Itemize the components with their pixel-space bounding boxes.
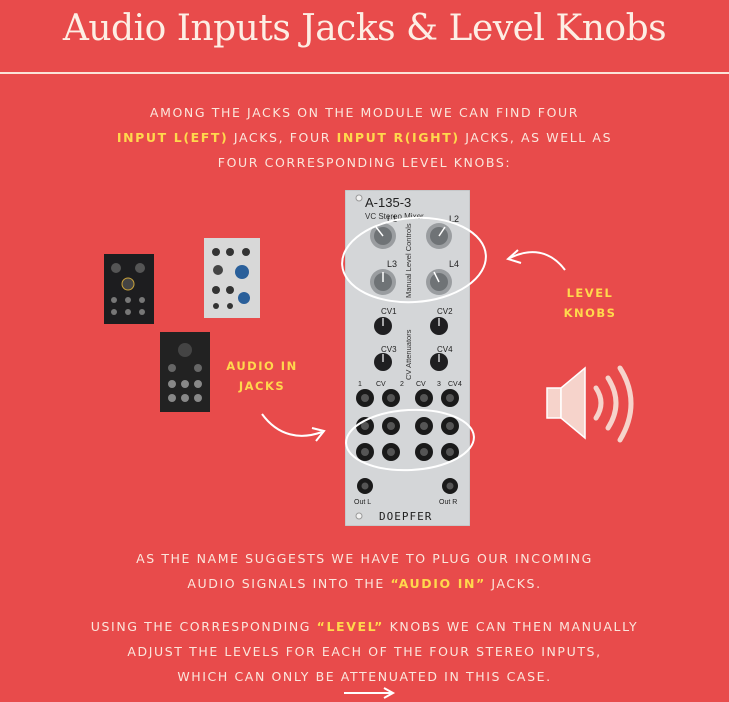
section-cv-attenuators: CV Attenuators [404,329,413,380]
audio-line-1: AS THE NAME SUGGESTS WE HAVE TO PLUG OUR… [136,551,593,566]
audio-input-jack[interactable] [356,443,374,461]
level-line-2: ADJUST THE LEVELS FOR EACH OF THE FOUR S… [127,644,602,659]
audio-input-jack[interactable] [382,389,400,407]
mount-screw-icon [355,194,363,202]
audio-input-jack[interactable] [382,417,400,435]
intro-line-3: FOUR CORRESPONDING LEVEL KNOBS: [217,155,512,170]
audio-line-2-end: JACKS. [485,576,542,591]
jack-label: CV [448,381,458,388]
jack-label: 4 [458,381,462,388]
input-right-highlight: INPUT R(IGHT) [336,130,460,145]
level-line-1-pre: USING THE CORRESPONDING [90,619,317,634]
level-knob-l3[interactable] [370,269,396,295]
output-jack-right[interactable] [442,478,458,494]
jack-label: 3 [437,381,441,388]
level-line-1: USING THE CORRESPONDING “LEVEL” KNOBS WE… [40,614,689,639]
audio-in-highlight: “AUDIO IN” [390,576,486,591]
module-thumbnails [104,238,260,412]
intro-line-1: AMONG THE JACKS ON THE MODULE WE CAN FIN… [149,105,580,120]
module-subtitle: VC Stereo Mixer [365,212,424,221]
intro-line-2: INPUT L(EFT) JACKS, FOUR INPUT R(IGHT) J… [40,125,689,150]
jack-label: 2 [400,381,404,388]
intro-line-2-mid: JACKS, FOUR [228,130,337,145]
module-name: A-135-3 [365,195,411,210]
audio-input-jack[interactable] [441,389,459,407]
audio-input-jack[interactable] [441,417,459,435]
audio-input-jack[interactable] [356,417,374,435]
page-title: Audio Inputs Jacks & Level Knobs [62,8,667,49]
level-knobs-highlight-ellipse [341,216,487,304]
level-line-1-end: KNOBS WE CAN THEN MANUALLY [384,619,639,634]
silver-module-thumb [204,238,260,318]
mount-screw-icon [355,512,363,520]
knob-label-cv2: CV2 [437,307,453,316]
cv-knob-3[interactable] [374,353,392,371]
audio-in-arrow-icon [261,413,323,437]
output-jack-left[interactable] [357,478,373,494]
audio-label-line-1: AUDIO IN [226,359,298,373]
level-knob-l4[interactable] [426,269,452,295]
audio-line-2: AUDIO SIGNALS INTO THE “AUDIO IN” JACKS. [40,571,689,596]
speaker-icon [546,365,634,443]
jack-label: CV [416,381,426,388]
cv-knob-1[interactable] [374,317,392,335]
level-label-line-1: LEVEL [566,286,614,300]
level-knob-l1[interactable] [370,223,396,249]
arrow-right-icon [344,687,396,699]
audio-input-jack[interactable] [415,443,433,461]
cv-knob-4[interactable] [430,353,448,371]
audio-input-jack[interactable] [382,443,400,461]
audio-jacks-highlight-ellipse [345,408,475,472]
knob-label-cv3: CV3 [381,345,397,354]
knob-label-cv1: CV1 [381,307,397,316]
section-manual-level: Manual Level Controls [404,223,413,298]
level-arrow-icon [509,251,566,271]
audio-input-jack[interactable] [441,443,459,461]
level-paragraph: USING THE CORRESPONDING “LEVEL” KNOBS WE… [40,614,689,689]
black-module-thumb-2 [160,332,210,412]
knob-label-cv4: CV4 [437,345,453,354]
output-label-left: Out L [354,499,371,506]
audio-line-2-pre: AUDIO SIGNALS INTO THE [187,576,391,591]
black-module-thumb-1 [104,254,154,324]
title-divider [0,72,729,74]
audio-label-line-2: JACKS [238,379,286,393]
audio-input-jack[interactable] [415,389,433,407]
knob-label-l1: L1 [387,214,397,224]
audio-in-paragraph: AS THE NAME SUGGESTS WE HAVE TO PLUG OUR… [40,546,689,596]
level-knobs-label: LEVEL KNOBS [555,283,625,323]
jack-grid [356,389,459,461]
output-label-right: Out R [439,499,457,506]
level-label-line-2: KNOBS [563,306,617,320]
knob-label-l2: L2 [449,214,459,224]
level-knob-l2[interactable] [426,223,452,249]
audio-input-jack[interactable] [415,417,433,435]
intro-paragraph: AMONG THE JACKS ON THE MODULE WE CAN FIN… [40,100,689,175]
knob-label-l3: L3 [387,259,397,269]
jack-label: CV [376,381,386,388]
cv-knob-2[interactable] [430,317,448,335]
audio-input-jack[interactable] [356,389,374,407]
knob-label-l4: L4 [449,259,459,269]
input-left-highlight: INPUT L(EFT) [116,130,229,145]
brand-logo: DOEPFER [379,510,432,523]
jack-label: 1 [358,381,362,388]
level-highlight: “LEVEL” [316,619,384,634]
intro-line-2-end: JACKS, AS WELL AS [459,130,613,145]
audio-in-jacks-label: AUDIO IN JACKS [222,356,302,396]
level-line-3: WHICH CAN ONLY BE ATTENUATED IN THIS CAS… [177,669,552,684]
